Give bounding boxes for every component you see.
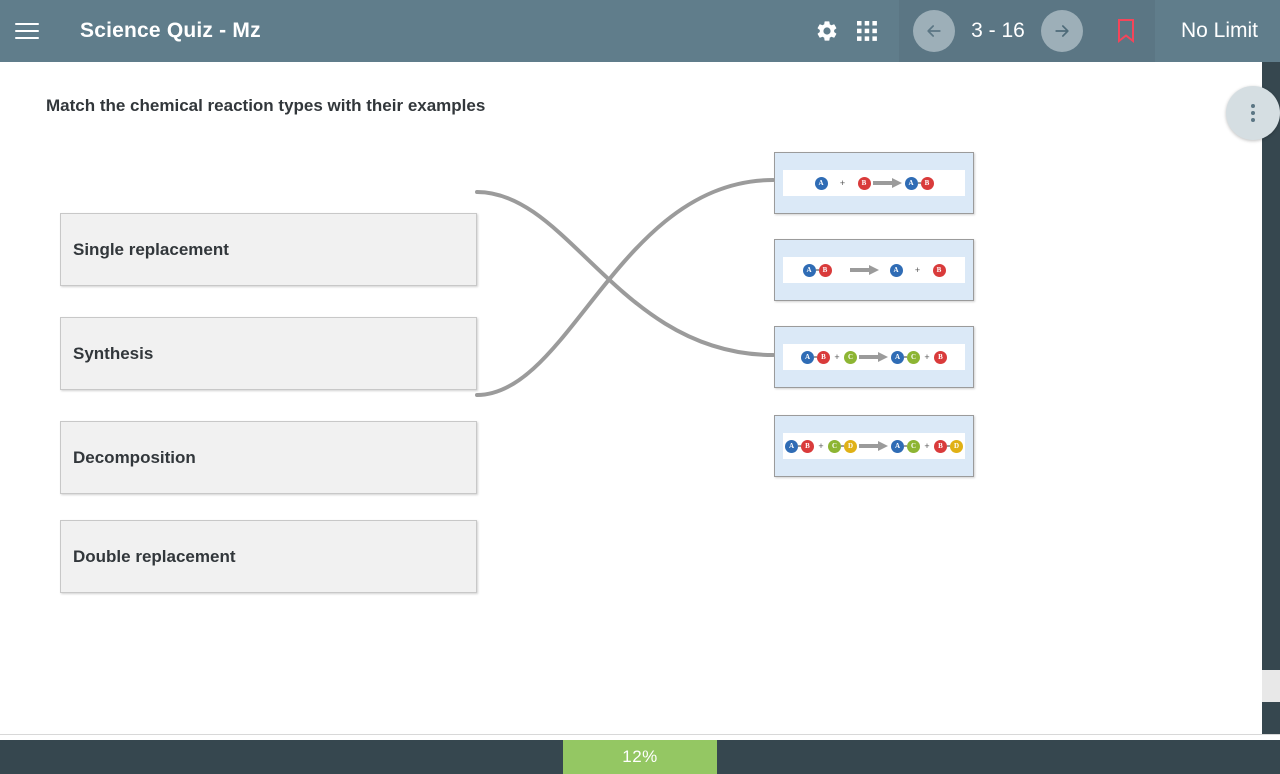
equation-reactants: A B + C: [801, 350, 857, 364]
progress-percent-label: 12%: [622, 747, 658, 766]
connector-line: [475, 178, 775, 397]
atom-A: A: [785, 439, 798, 453]
time-limit-label: No Limit: [1180, 19, 1258, 42]
plus-sign: +: [839, 178, 846, 188]
progress-fill: 12%: [563, 740, 717, 774]
scrollbar-thumb[interactable]: [1262, 670, 1280, 702]
atom-B: B: [801, 439, 814, 453]
equation-products: A C + B D: [891, 439, 963, 453]
reaction-arrow-icon: [848, 264, 882, 277]
arrow-right-icon: [1055, 25, 1069, 37]
synthesis-equation-card[interactable]: A + B A B: [774, 152, 974, 214]
reaction-arrow-icon: [857, 351, 891, 364]
hamburger-bars: [15, 18, 39, 44]
atom-A: A: [889, 263, 903, 277]
plus-sign: +: [914, 265, 921, 275]
atom-B: B: [818, 263, 832, 277]
prev-page-button[interactable]: [912, 10, 955, 52]
atom-D: D: [950, 439, 963, 453]
prompt-box-decomposition[interactable]: Decomposition: [60, 421, 477, 494]
quiz-content-area: Match the chemical reaction types with t…: [0, 62, 1262, 740]
decomposition-equation-card[interactable]: A B A + B: [774, 239, 974, 301]
prompt-label: Synthesis: [73, 343, 154, 363]
chemical-bond: [815, 269, 819, 271]
equation-reactants: A B: [802, 263, 832, 277]
atom-A: A: [891, 350, 904, 364]
atom-A: A: [801, 350, 814, 364]
page-navigation-group: 3 - 16: [898, 0, 1097, 62]
plus-sign: +: [834, 352, 840, 362]
gear-icon[interactable]: [807, 0, 847, 62]
atom-B: B: [920, 176, 934, 190]
atom-D: D: [844, 439, 857, 453]
equation-products: A B: [904, 176, 934, 190]
double-replacement-equation-card[interactable]: A B + C D A C + B D: [774, 415, 974, 477]
chemical-bond: [917, 182, 921, 184]
app-title: Science Quiz - Mz: [80, 19, 261, 42]
equation-reactants: A B + C D: [785, 439, 857, 453]
reaction-arrow-icon: [857, 440, 891, 453]
chemical-bond: [841, 445, 844, 447]
next-page-button[interactable]: [1040, 10, 1083, 52]
right-scroll-rail[interactable]: [1262, 62, 1280, 740]
equation-strip: A B + C A C + B: [783, 344, 965, 370]
prompt-label: Double replacement: [73, 546, 236, 566]
equation-strip: A + B A B: [783, 170, 965, 196]
atom-A: A: [904, 176, 918, 190]
hamburger-menu-icon[interactable]: [0, 0, 54, 62]
equation-reactants: A + B: [814, 176, 871, 190]
atom-B: B: [857, 176, 871, 190]
atom-B: B: [932, 263, 946, 277]
arrow-left-icon: [927, 25, 941, 37]
more-dot: [1251, 118, 1255, 122]
chemical-bond: [798, 445, 801, 447]
chemical-bond: [947, 445, 950, 447]
prompt-label: Single replacement: [73, 239, 229, 259]
connector-line: [475, 190, 775, 357]
equation-strip: A B + C D A C + B D: [783, 433, 965, 459]
plus-sign: +: [818, 441, 824, 451]
atom-C: C: [844, 350, 857, 364]
top-app-bar: Science Quiz - Mz 3 - 16: [0, 0, 1280, 62]
content-bottom-divider: [0, 734, 1280, 740]
bookmark-icon: [1117, 19, 1134, 44]
atom-A: A: [802, 263, 816, 277]
single-replacement-equation-card[interactable]: A B + C A C + B: [774, 326, 974, 388]
atom-A: A: [891, 439, 904, 453]
prompt-box-synthesis[interactable]: Synthesis: [60, 317, 477, 390]
equation-strip: A B A + B: [783, 257, 965, 283]
atom-B: B: [934, 439, 947, 453]
reaction-arrow-icon: [871, 177, 905, 190]
plus-sign: +: [924, 441, 930, 451]
chemical-bond: [814, 356, 817, 358]
equation-products: A + B: [889, 263, 946, 277]
atom-C: C: [907, 350, 920, 364]
chemical-bond: [904, 356, 907, 358]
bottom-progress-bar: 12%: [0, 740, 1280, 774]
atom-B: B: [817, 350, 830, 364]
more-vertical-icon[interactable]: [1226, 86, 1280, 140]
match-connector-lines: [475, 178, 775, 397]
question-title: Match the chemical reaction types with t…: [46, 96, 486, 115]
grid-apps-icon[interactable]: [847, 0, 887, 62]
prompt-box-double-replacement[interactable]: Double replacement: [60, 520, 477, 593]
prompt-box-single-replacement[interactable]: Single replacement: [60, 213, 477, 286]
more-dot: [1251, 104, 1255, 108]
more-dot: [1251, 111, 1255, 115]
top-bar-right-group: 3 - 16 No Limit: [807, 0, 1280, 62]
atom-C: C: [828, 439, 841, 453]
prompt-label: Decomposition: [73, 447, 196, 467]
bookmark-button[interactable]: [1096, 0, 1155, 62]
equation-products: A C + B: [891, 350, 947, 364]
atom-A: A: [814, 176, 828, 190]
chemical-bond: [904, 445, 907, 447]
page-counter: 3 - 16: [971, 19, 1025, 42]
atom-C: C: [907, 439, 920, 453]
plus-sign: +: [924, 352, 930, 362]
atom-B: B: [934, 350, 947, 364]
